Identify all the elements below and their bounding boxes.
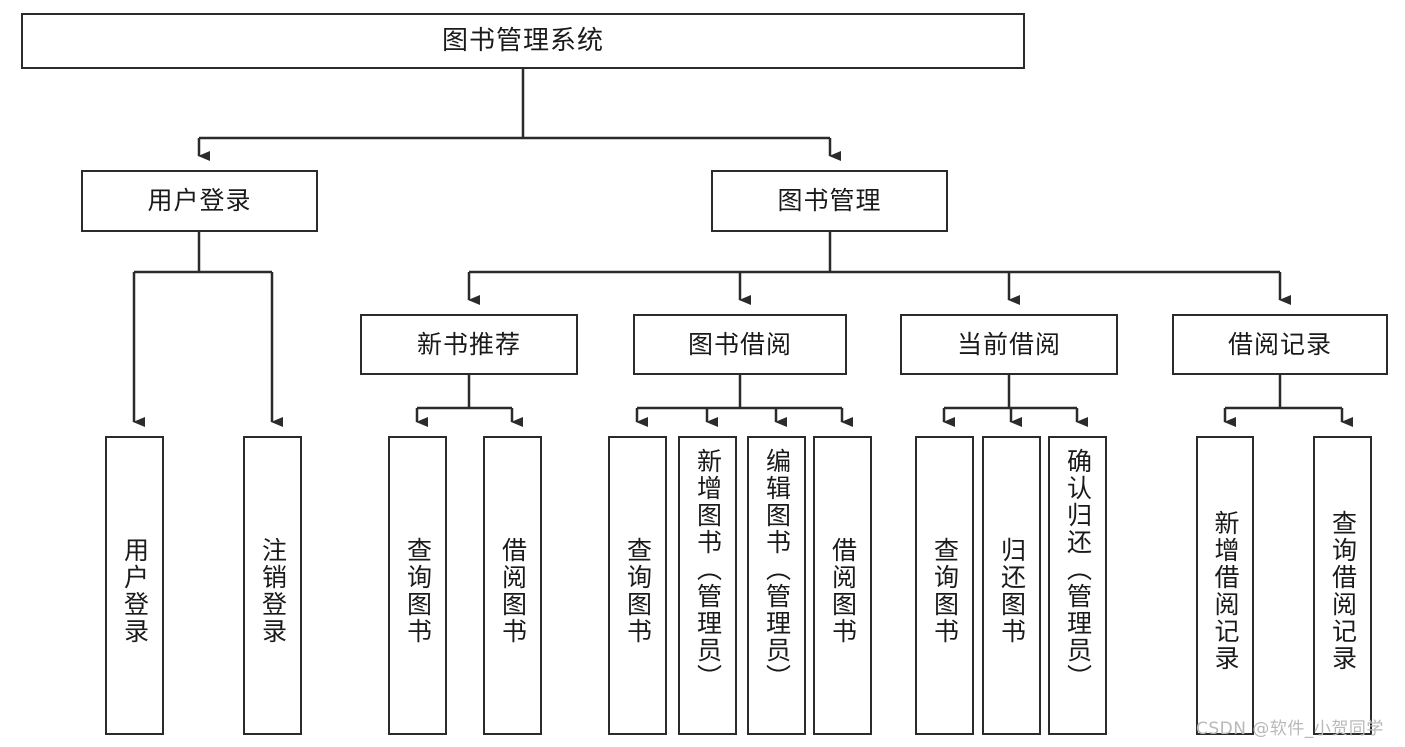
node-book-management[interactable]: 图书管理 [711,170,948,232]
node-root-label: 图书管理系统 [441,25,604,56]
leaf-add-borrow-record-label: 新增借阅记录 [1211,509,1240,672]
node-current-borrow[interactable]: 当前借阅 [900,314,1118,375]
node-borrow-record[interactable]: 借阅记录 [1172,314,1388,375]
leaf-user-login-label: 用户登录 [120,536,150,645]
node-user-login[interactable]: 用户登录 [81,170,318,232]
leaf-confirm-return-admin[interactable]: 确认归还（管理员） [1048,436,1107,735]
csdn-watermark: CSDN @软件_小贺同学 [1196,719,1384,739]
node-book-borrow-label: 图书借阅 [687,329,792,359]
leaf-query-book-current-label: 查询图书 [930,536,960,645]
node-current-borrow-label: 当前借阅 [956,329,1061,359]
leaf-add-borrow-record[interactable]: 新增借阅记录 [1196,436,1254,735]
leaf-query-book-current[interactable]: 查询图书 [915,436,974,735]
node-book-management-label: 图书管理 [777,186,882,216]
node-borrow-record-label: 借阅记录 [1227,329,1332,359]
leaf-return-book[interactable]: 归还图书 [982,436,1041,735]
node-new-book-recommend-label: 新书推荐 [416,329,521,359]
leaf-edit-book-admin-label: 编辑图书（管理员） [762,448,792,691]
leaf-lend-book[interactable]: 借阅图书 [813,436,872,735]
leaf-borrow-book-newbook[interactable]: 借阅图书 [483,436,542,735]
node-new-book-recommend[interactable]: 新书推荐 [360,314,578,375]
leaf-query-book-newbook[interactable]: 查询图书 [388,436,447,735]
leaf-lend-book-label: 借阅图书 [828,536,858,645]
leaf-user-login[interactable]: 用户登录 [105,436,164,735]
node-user-login-label: 用户登录 [147,186,252,216]
leaf-borrow-book-newbook-label: 借阅图书 [498,536,528,645]
leaf-logout-label: 注销登录 [258,536,288,645]
node-root[interactable]: 图书管理系统 [21,13,1025,69]
leaf-query-borrow-record[interactable]: 查询借阅记录 [1313,436,1372,735]
leaf-edit-book-admin[interactable]: 编辑图书（管理员） [747,436,806,735]
leaf-confirm-return-admin-label: 确认归还（管理员） [1063,448,1093,691]
leaf-return-book-label: 归还图书 [997,536,1027,645]
leaf-query-borrow-record-label: 查询借阅记录 [1328,509,1358,672]
leaf-query-book-borrow[interactable]: 查询图书 [608,436,667,735]
leaf-logout[interactable]: 注销登录 [243,436,302,735]
leaf-query-book-borrow-label: 查询图书 [623,536,653,645]
node-book-borrow[interactable]: 图书借阅 [633,314,847,375]
leaf-add-book-admin-label: 新增图书（管理员） [693,448,723,691]
leaf-query-book-newbook-label: 查询图书 [403,536,433,645]
leaf-add-book-admin[interactable]: 新增图书（管理员） [678,436,737,735]
